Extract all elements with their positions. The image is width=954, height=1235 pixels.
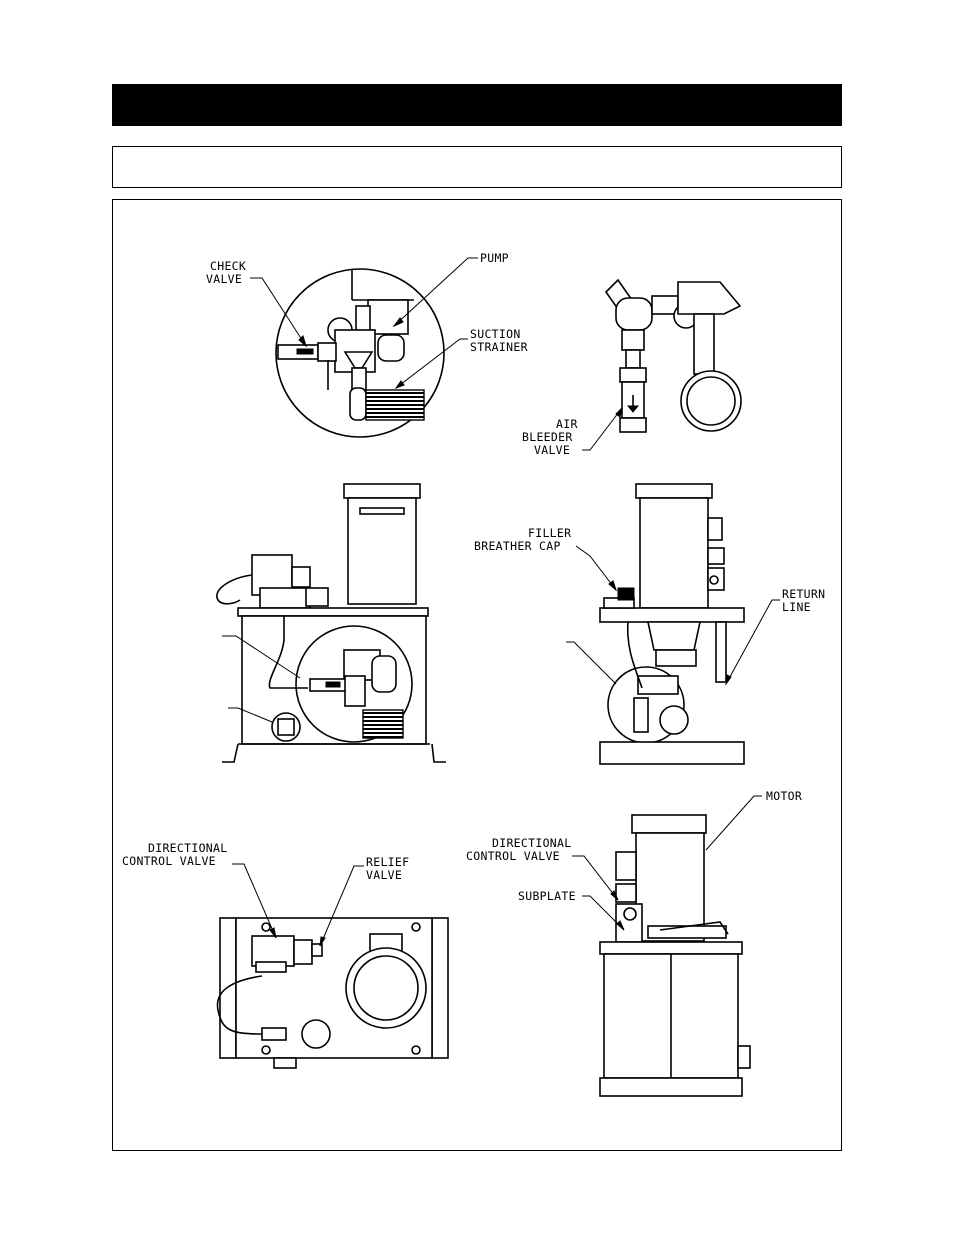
header-bar (112, 84, 842, 126)
label-directional-right-2: CONTROL VALVE (466, 849, 560, 863)
label-check-valve-2: VALVE (206, 272, 242, 286)
label-relief-valve-1: RELIEF (366, 855, 409, 869)
front-view-reservoir (216, 483, 446, 763)
label-pump: PUMP (480, 251, 509, 265)
label-motor: MOTOR (766, 789, 802, 803)
subheader-box (112, 146, 842, 188)
leader-lines (222, 257, 780, 947)
label-suction-strainer-2: STRAINER (470, 340, 528, 354)
label-suction-strainer-1: SUCTION (470, 327, 521, 341)
callout-labels: CHECK VALVE PUMP SUCTION STRAINER AIR BL… (122, 251, 825, 903)
label-return-line-1: RETURN (782, 587, 825, 601)
label-filler-breather-2: BREATHER CAP (474, 539, 561, 553)
label-air-bleeder-2: BLEEDER (522, 430, 573, 444)
label-filler-breather-1: FILLER (528, 526, 571, 540)
detail-view-pump (275, 268, 445, 438)
label-directional-left-1: DIRECTIONAL (148, 841, 227, 855)
top-view-reservoir (216, 917, 449, 1069)
label-subplate: SUBPLATE (518, 889, 576, 903)
side-view-motor (599, 814, 751, 1097)
label-air-bleeder-3: VALVE (534, 443, 570, 457)
label-return-line-2: LINE (782, 600, 811, 614)
label-directional-right-1: DIRECTIONAL (492, 836, 571, 850)
side-view-reservoir (599, 483, 745, 765)
side-view-pump-assembly (604, 278, 742, 433)
label-air-bleeder-1: AIR (556, 417, 578, 431)
label-check-valve-1: CHECK (210, 259, 246, 273)
label-directional-left-2: CONTROL VALVE (122, 854, 216, 868)
label-relief-valve-2: VALVE (366, 868, 402, 882)
